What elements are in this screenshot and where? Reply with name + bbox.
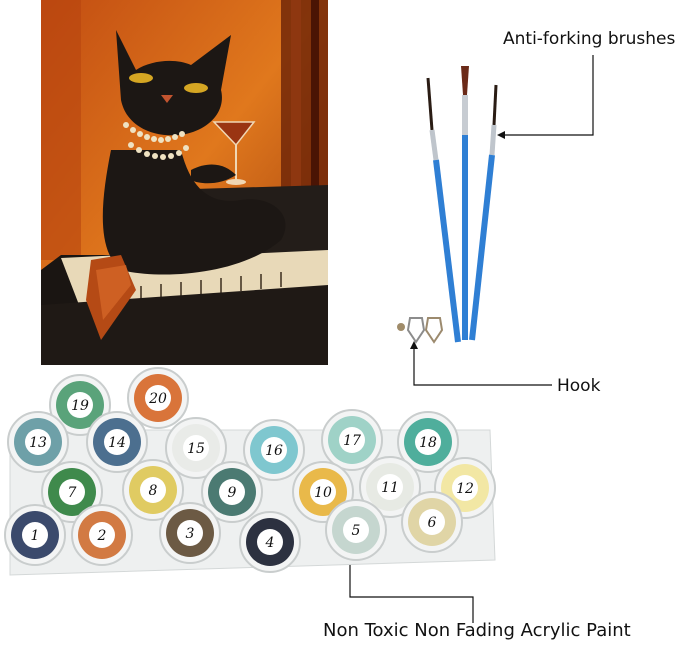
paint-pot: 3	[159, 502, 221, 564]
pot-number: 11	[381, 480, 399, 496]
hook-icon	[397, 317, 444, 344]
pot-number: 14	[108, 435, 126, 451]
pot-number: 15	[187, 441, 205, 457]
pot-number: 13	[29, 435, 47, 451]
brush-left	[426, 77, 461, 343]
paint-pot: 17	[321, 409, 383, 471]
paint-pot: 14	[86, 411, 148, 473]
paint-pot: 7	[41, 461, 103, 523]
paint-pot: 6	[401, 491, 463, 553]
pot-number: 9	[228, 485, 237, 501]
paint-pot: 1	[4, 504, 66, 566]
pot-number: 17	[343, 433, 361, 449]
paint-pot: 19	[49, 374, 111, 436]
pot-number: 7	[68, 485, 77, 501]
brush-middle	[461, 66, 469, 340]
paint-pot: 8	[122, 459, 184, 521]
pot-number: 4	[265, 535, 275, 551]
paint-pot: 18	[397, 411, 459, 473]
brush-right	[469, 84, 498, 341]
paint-pot: 4	[239, 511, 301, 573]
pot-number: 5	[352, 523, 361, 539]
pot-number: 18	[419, 435, 437, 451]
paint-pot: 5	[325, 499, 387, 561]
paint-pot: 11	[359, 456, 421, 518]
pot-number: 19	[71, 398, 89, 414]
paint-pot: 10	[292, 461, 354, 523]
paint-pot: 20	[127, 367, 189, 429]
pot-number: 2	[97, 528, 107, 544]
pot-number: 3	[186, 526, 195, 542]
paint-label: Non Toxic Non Fading Acrylic Paint	[323, 620, 631, 641]
hook-label: Hook	[557, 376, 601, 396]
pot-number: 8	[149, 483, 158, 499]
pot-number: 6	[428, 515, 437, 531]
pot-number: 16	[265, 443, 283, 459]
paint-pot: 9	[201, 461, 263, 523]
pot-number: 20	[148, 391, 167, 407]
brushes-label: Anti-forking brushes	[503, 29, 676, 49]
pot-number: 1	[31, 528, 40, 544]
pot-number: 10	[314, 485, 332, 501]
paint-pot: 2	[71, 504, 133, 566]
pot-number: 12	[456, 481, 474, 497]
cat-painting	[41, 0, 328, 365]
paint-pot: 13	[7, 411, 69, 473]
paint-pot: 15	[165, 417, 227, 479]
paint-pot: 16	[243, 419, 305, 481]
